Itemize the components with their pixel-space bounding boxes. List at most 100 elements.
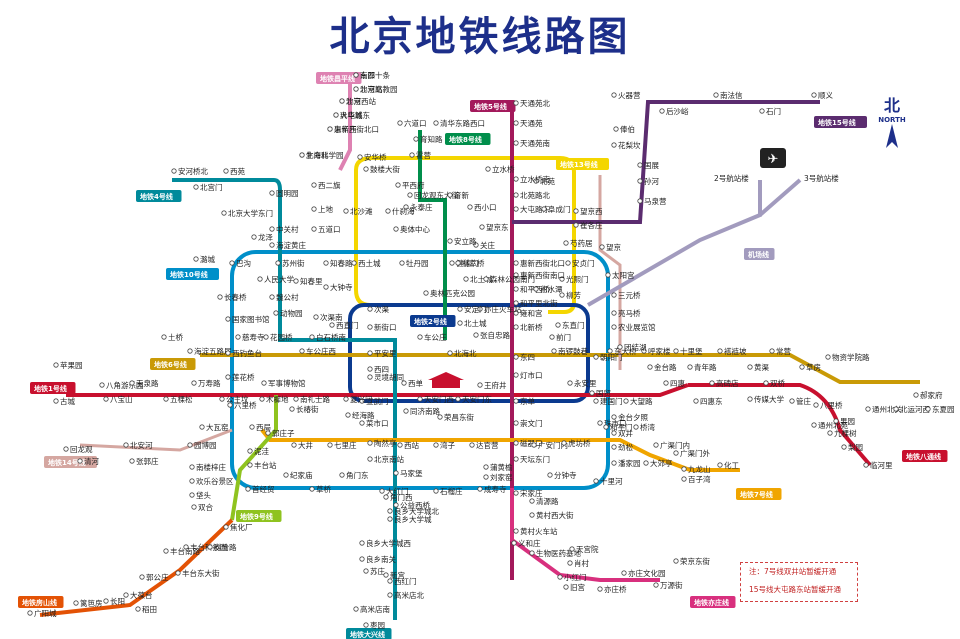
station-label[interactable]: 黄渠	[754, 362, 769, 372]
station-dot[interactable]	[387, 508, 393, 514]
station-label[interactable]: 动物园	[280, 308, 303, 318]
station-dot[interactable]	[343, 208, 349, 214]
station-label[interactable]: 陶然亭	[374, 438, 397, 448]
station-dot[interactable]	[367, 456, 373, 462]
station-label[interactable]: 稻田	[142, 604, 157, 614]
station-dot[interactable]	[447, 350, 453, 356]
station-label[interactable]: 关庄	[480, 240, 495, 250]
station-label[interactable]: 回龙观	[70, 444, 93, 454]
station-label[interactable]: 东四	[520, 352, 535, 362]
station-dot[interactable]	[455, 260, 461, 266]
station-dot[interactable]	[161, 334, 167, 340]
station-dot[interactable]	[717, 462, 723, 468]
station-dot[interactable]	[811, 92, 817, 98]
station-dot[interactable]	[653, 582, 659, 588]
station-dot[interactable]	[433, 120, 439, 126]
station-dot[interactable]	[555, 322, 561, 328]
station-label[interactable]: 北宫门	[200, 182, 223, 192]
station-dot[interactable]	[63, 446, 69, 452]
station-dot[interactable]	[327, 442, 333, 448]
station-label[interactable]: 西苑	[230, 166, 245, 176]
station-label[interactable]: 光熙门	[566, 274, 589, 284]
station-dot[interactable]	[393, 470, 399, 476]
station-dot[interactable]	[129, 458, 135, 464]
station-dot[interactable]	[363, 622, 369, 628]
station-label[interactable]: 安立路	[454, 236, 477, 246]
station-label[interactable]: 柳芳	[566, 290, 581, 300]
station-dot[interactable]	[359, 420, 365, 426]
station-dot[interactable]	[367, 350, 373, 356]
station-dot[interactable]	[513, 528, 519, 534]
station-dot[interactable]	[589, 390, 595, 396]
station-label[interactable]: 建国门	[600, 396, 623, 406]
station-label[interactable]: 人民大学	[264, 274, 294, 284]
station-label[interactable]: 公益西桥	[400, 500, 430, 510]
station-dot[interactable]	[477, 486, 483, 492]
station-label[interactable]: 新街口	[374, 322, 397, 332]
station-dot[interactable]	[293, 396, 299, 402]
station-dot[interactable]	[329, 322, 335, 328]
station-dot[interactable]	[513, 120, 519, 126]
station-dot[interactable]	[299, 348, 305, 354]
station-dot[interactable]	[123, 592, 129, 598]
station-label[interactable]: 平安里	[374, 348, 397, 358]
station-label[interactable]: 荣京东街	[680, 556, 710, 566]
station-label[interactable]: 健德门	[456, 258, 479, 268]
station-dot[interactable]	[513, 100, 519, 106]
station-dot[interactable]	[291, 442, 297, 448]
station-label[interactable]: 清华东路西口	[440, 118, 485, 128]
station-label[interactable]: 篱笆房	[80, 598, 103, 608]
station-dot[interactable]	[597, 586, 603, 592]
station-dot[interactable]	[547, 472, 553, 478]
station-dot[interactable]	[225, 316, 231, 322]
station-label[interactable]: 北安河	[130, 440, 153, 450]
station-dot[interactable]	[513, 324, 519, 330]
station-dot[interactable]	[289, 406, 295, 412]
station-dot[interactable]	[563, 240, 569, 246]
station-label[interactable]: 苏庄	[370, 566, 385, 576]
station-label[interactable]: 劲松	[618, 442, 633, 452]
station-dot[interactable]	[191, 380, 197, 386]
station-label[interactable]: 石榴庄	[440, 486, 463, 496]
station-label[interactable]: 磁器口	[520, 438, 543, 448]
station-label[interactable]: 复兴门	[350, 394, 373, 404]
line-badge-9[interactable]: 地铁9号线	[236, 510, 282, 522]
station-dot[interactable]	[189, 492, 195, 498]
station-dot[interactable]	[27, 610, 33, 616]
station-dot[interactable]	[529, 550, 535, 556]
station-label[interactable]: 东大桥	[614, 346, 637, 356]
station-label[interactable]: 西红门	[394, 576, 417, 586]
station-label[interactable]: 灵境胡同	[374, 372, 404, 382]
station-label[interactable]: 通州北关	[872, 404, 902, 414]
station-label[interactable]: 生命科学园	[306, 150, 344, 160]
station-label[interactable]: 西局	[256, 423, 271, 432]
station-label[interactable]: 北海北	[306, 150, 329, 160]
station-label[interactable]: 八角游乐园	[106, 380, 144, 390]
station-label[interactable]: 分钟寺	[554, 470, 577, 480]
station-dot[interactable]	[893, 406, 899, 412]
station-dot[interactable]	[383, 572, 389, 578]
station-label[interactable]: 荣昌东街	[444, 412, 474, 422]
station-label[interactable]: 马家堡	[400, 468, 423, 478]
station-label[interactable]: 东四十条	[360, 70, 390, 80]
station-label[interactable]: 崇文门	[520, 418, 543, 428]
station-dot[interactable]	[827, 430, 833, 436]
station-label[interactable]: 西小口	[474, 203, 497, 212]
station-dot[interactable]	[323, 284, 329, 290]
station-label[interactable]: 良乡南关	[366, 554, 396, 564]
station-dot[interactable]	[103, 598, 109, 604]
station-label[interactable]: 积水潭	[540, 284, 563, 294]
station-label[interactable]: 南邵	[360, 70, 375, 80]
station-label[interactable]: 花园桥	[270, 332, 293, 342]
line-airport-path[interactable]	[586, 178, 802, 307]
station-dot[interactable]	[229, 260, 235, 266]
station-dot[interactable]	[513, 206, 519, 212]
station-label[interactable]: 大郊亭	[650, 458, 673, 468]
station-dot[interactable]	[413, 136, 419, 142]
station-dot[interactable]	[513, 272, 519, 278]
station-label[interactable]: 望京	[606, 242, 621, 252]
station-label[interactable]: 长春桥	[224, 292, 247, 302]
line-badge-6[interactable]: 地铁6号线	[150, 358, 196, 370]
line-badge-fs[interactable]: 地铁房山线	[18, 596, 64, 608]
station-dot[interactable]	[77, 458, 83, 464]
